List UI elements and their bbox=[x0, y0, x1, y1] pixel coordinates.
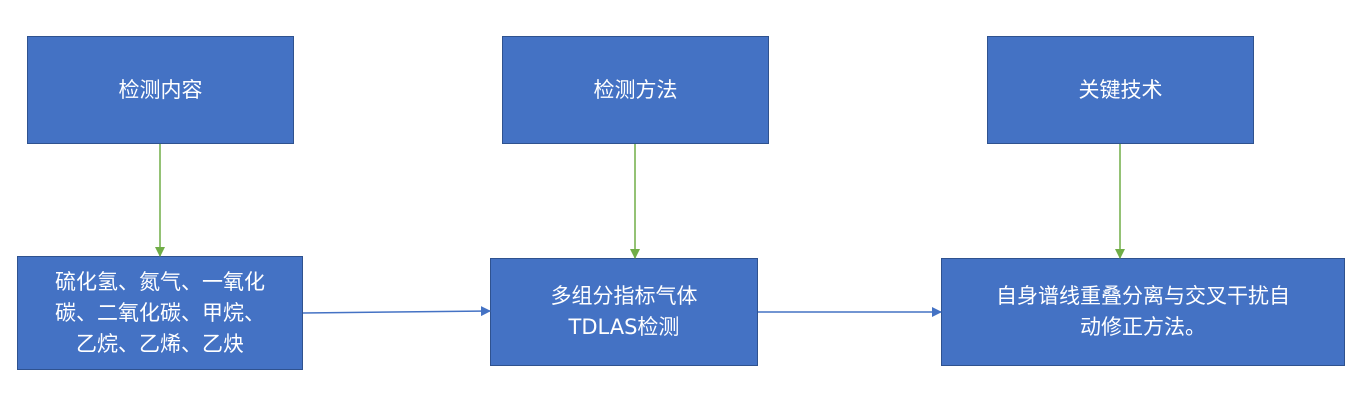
detail-correction-technology: 自身谱线重叠分离与交叉干扰自 动修正方法。 bbox=[941, 258, 1345, 366]
header-detection-content-label: 检测内容 bbox=[118, 77, 203, 102]
header-key-technology-label: 关键技术 bbox=[1078, 77, 1163, 102]
technology-line: 自身谱线重叠分离与交叉干扰自 bbox=[996, 284, 1290, 308]
technology-line: 动修正方法。 bbox=[1080, 315, 1206, 339]
method-line: 多组分指标气体 bbox=[550, 284, 698, 308]
gas-list-line: 乙烷、乙烯、乙炔 bbox=[76, 331, 244, 356]
header-detection-content: 检测内容 bbox=[27, 36, 294, 144]
detail-gas-list-text: 硫化氢、氮气、一氧化 碳、二氧化碳、甲烷、 乙烷、乙烯、乙炔 bbox=[55, 267, 265, 360]
arrow-content-to-method bbox=[302, 306, 491, 317]
gas-list-line: 碳、二氧化碳、甲烷、 bbox=[55, 300, 265, 325]
detail-gas-list: 硫化氢、氮气、一氧化 碳、二氧化碳、甲烷、 乙烷、乙烯、乙炔 bbox=[17, 256, 303, 370]
detail-correction-technology-text: 自身谱线重叠分离与交叉干扰自 动修正方法。 bbox=[996, 281, 1290, 343]
header-detection-method: 检测方法 bbox=[502, 36, 769, 144]
detail-tdlas-method: 多组分指标气体 TDLAS检测 bbox=[490, 258, 758, 366]
detail-tdlas-method-text: 多组分指标气体 TDLAS检测 bbox=[551, 281, 698, 343]
gas-list-line: 硫化氢、氮气、一氧化 bbox=[55, 269, 265, 294]
method-line: TDLAS检测 bbox=[568, 315, 680, 339]
header-key-technology: 关键技术 bbox=[987, 36, 1254, 144]
header-detection-method-label: 检测方法 bbox=[593, 77, 678, 102]
